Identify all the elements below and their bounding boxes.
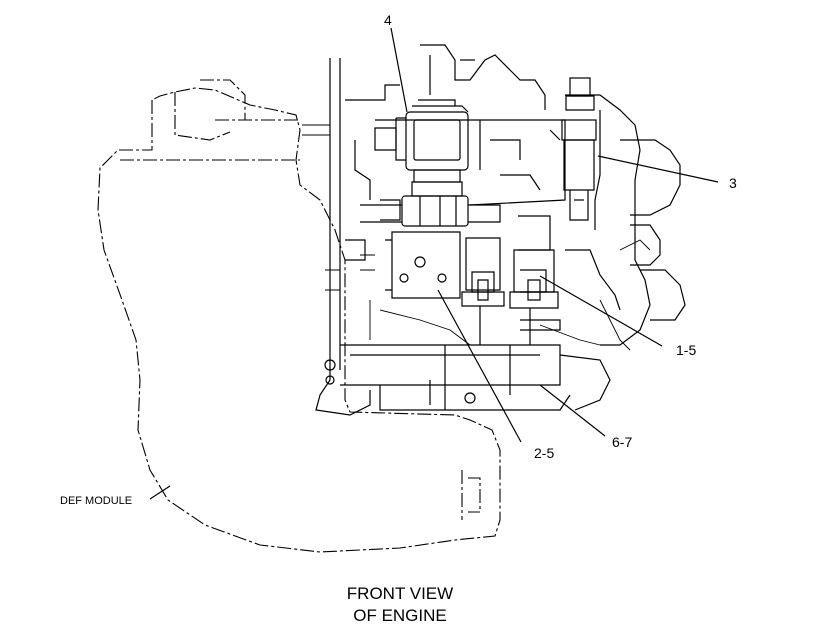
leader-6-7 [539, 384, 606, 437]
wiring-details [302, 124, 651, 351]
leader-3 [597, 155, 719, 183]
mounting-plate [385, 231, 461, 299]
def-module-outline [97, 87, 501, 553]
caption-line-1: FRONT VIEW [346, 584, 454, 603]
component-1-5-connectors [461, 215, 561, 345]
diagram-caption: FRONT VIEW OF ENGINE [300, 583, 500, 627]
callout-6-7: 6-7 [612, 434, 633, 450]
leader-lines [149, 27, 719, 500]
def-module-label: DEF MODULE [60, 495, 133, 507]
callout-3: 3 [729, 175, 737, 191]
callout-4: 4 [384, 12, 392, 28]
leader-def [149, 485, 171, 500]
engine-block [315, 44, 686, 416]
leader-1-5 [539, 275, 663, 347]
component-4-solenoid [360, 99, 501, 227]
component-3-sensor [561, 77, 597, 221]
leader-4 [390, 27, 408, 113]
leader-2-5 [437, 289, 522, 443]
callout-1-5: 1-5 [676, 342, 697, 358]
caption-line-2: OF ENGINE [353, 606, 447, 625]
callout-2-5: 2-5 [534, 445, 555, 461]
